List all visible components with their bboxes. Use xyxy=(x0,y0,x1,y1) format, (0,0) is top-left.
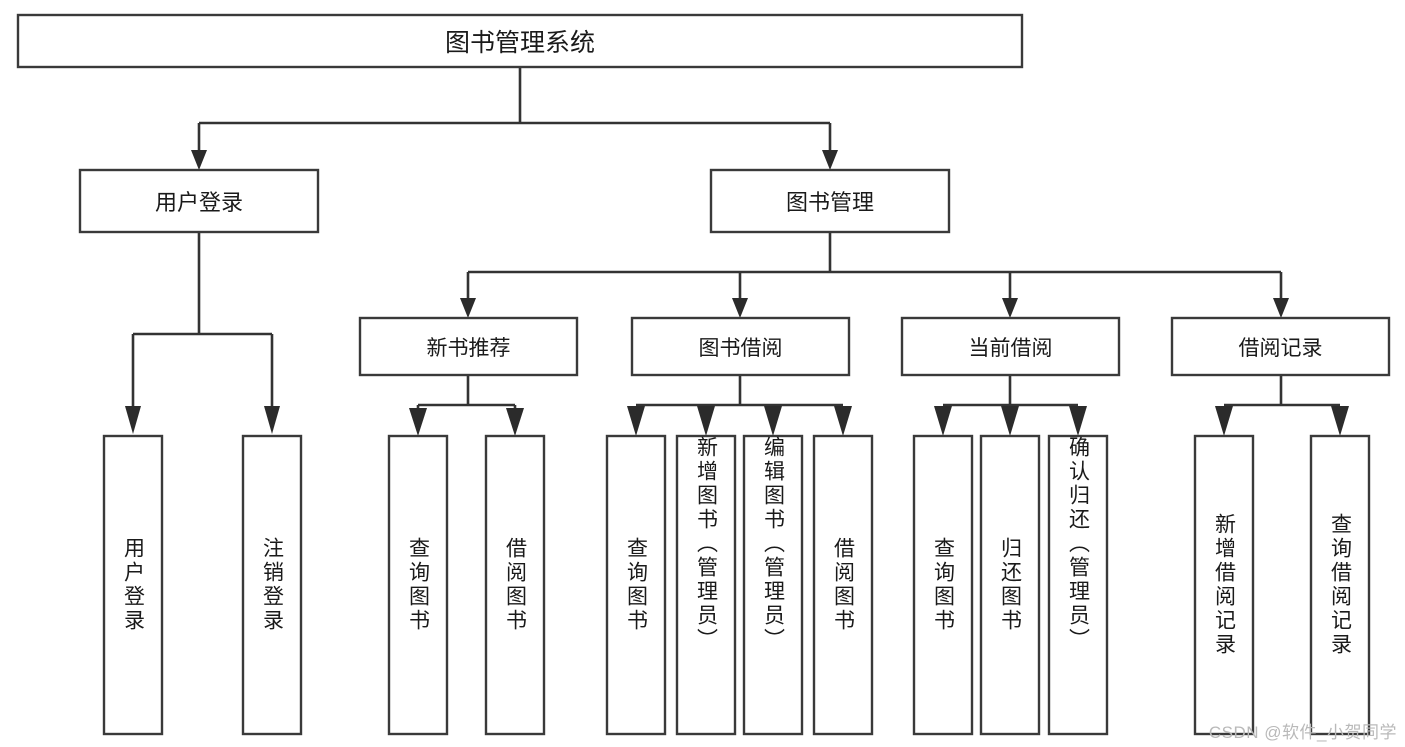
node-box-new-book-recommend[interactable] xyxy=(358,316,579,377)
csdn-watermark: CSDN @软件_小贺同学 xyxy=(1208,723,1397,742)
arrow-to-leaf-user-login xyxy=(125,406,141,434)
node-box-root[interactable] xyxy=(16,13,1024,69)
connector-layer xyxy=(125,67,1349,436)
arrow-to-leaf-query-book-3 xyxy=(934,406,952,436)
node-box-layer xyxy=(16,13,1391,736)
arrow-to-leaf-query-book-1 xyxy=(409,408,427,436)
node-box-leaf-confirm-return[interactable] xyxy=(1047,434,1109,736)
node-box-leaf-return-book[interactable] xyxy=(979,434,1041,736)
node-box-user-login[interactable] xyxy=(78,168,320,234)
arrow-to-leaf-edit-book xyxy=(764,406,782,436)
arrow-to-leaf-return-book xyxy=(1001,406,1019,436)
arrow-to-leaf-add-record xyxy=(1215,406,1233,436)
arrow-to-new-book-recommend xyxy=(460,298,476,318)
arrow-to-leaf-query-book-2 xyxy=(627,406,645,436)
node-box-book-borrow[interactable] xyxy=(630,316,851,377)
node-box-leaf-user-login[interactable] xyxy=(102,434,164,736)
node-box-book-management[interactable] xyxy=(709,168,951,234)
arrow-to-leaf-query-record xyxy=(1331,406,1349,436)
node-box-leaf-query-book-2[interactable] xyxy=(605,434,667,736)
node-box-leaf-logout-login[interactable] xyxy=(241,434,303,736)
arrow-to-leaf-add-book xyxy=(697,406,715,436)
node-box-leaf-borrow-book-1[interactable] xyxy=(484,434,546,736)
arrow-to-leaf-logout-login xyxy=(264,406,280,434)
arrow-root-to-book-management xyxy=(822,150,838,170)
node-box-leaf-query-book-1[interactable] xyxy=(387,434,449,736)
node-box-borrow-record[interactable] xyxy=(1170,316,1391,377)
arrow-to-book-borrow xyxy=(732,298,748,318)
node-box-leaf-add-book[interactable] xyxy=(675,434,737,736)
arrow-to-leaf-confirm-return xyxy=(1069,406,1087,436)
node-box-leaf-query-record[interactable] xyxy=(1309,434,1371,736)
node-box-leaf-edit-book[interactable] xyxy=(742,434,804,736)
arrow-root-to-user-login xyxy=(191,150,207,170)
arrow-to-leaf-borrow-book-1 xyxy=(506,408,524,436)
node-box-leaf-add-record[interactable] xyxy=(1193,434,1255,736)
node-box-leaf-borrow-book-2[interactable] xyxy=(812,434,874,736)
node-box-current-borrow[interactable] xyxy=(900,316,1121,377)
node-box-leaf-query-book-3[interactable] xyxy=(912,434,974,736)
arrow-to-borrow-record xyxy=(1273,298,1289,318)
arrow-to-current-borrow xyxy=(1002,298,1018,318)
arrow-to-leaf-borrow-book-2 xyxy=(834,406,852,436)
